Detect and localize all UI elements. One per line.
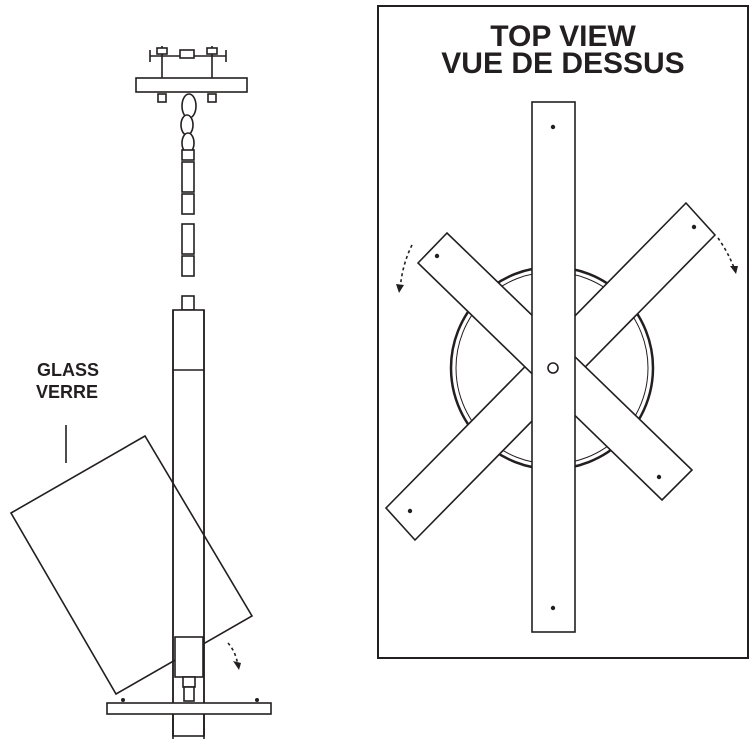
canopy-loop [181,93,197,119]
center-nut [179,49,195,59]
rotation-arrow-side [227,642,239,667]
rotation-arrows-top [396,237,738,293]
downrod-2 [181,223,195,255]
base-plate [106,702,272,715]
nut-right [207,93,217,103]
top-view-title-en: TOP VIEW [490,20,636,53]
top-view: TOP VIEW VUE DE DESSUS [377,5,749,659]
downrod-1 [181,161,195,193]
rotation-arrow-right [717,237,736,271]
canopy-plate [135,77,248,93]
screw-head-right [206,47,218,55]
chain-link [180,114,194,136]
top-view-title-fr: VUE DE DESSUS [441,47,684,80]
screw-head-left [156,47,168,55]
downrods [181,161,195,277]
socket-nipple [182,676,196,688]
nut-left [157,93,167,103]
mounting-screws [149,46,227,78]
downrod-coupler-1 [181,193,195,215]
side-view: GLASS VERRE [9,46,272,739]
center-hole [547,362,559,374]
downrod-coupler-2 [181,255,195,277]
threaded-nipple [181,149,195,161]
glass-panel [9,434,254,696]
chain [180,93,197,154]
socket-screw [183,686,195,702]
fixture-nipple [181,295,195,311]
glass-label-en: GLASS [37,360,99,380]
glass-label-fr: VERRE [36,382,98,402]
socket-housing [174,636,204,678]
